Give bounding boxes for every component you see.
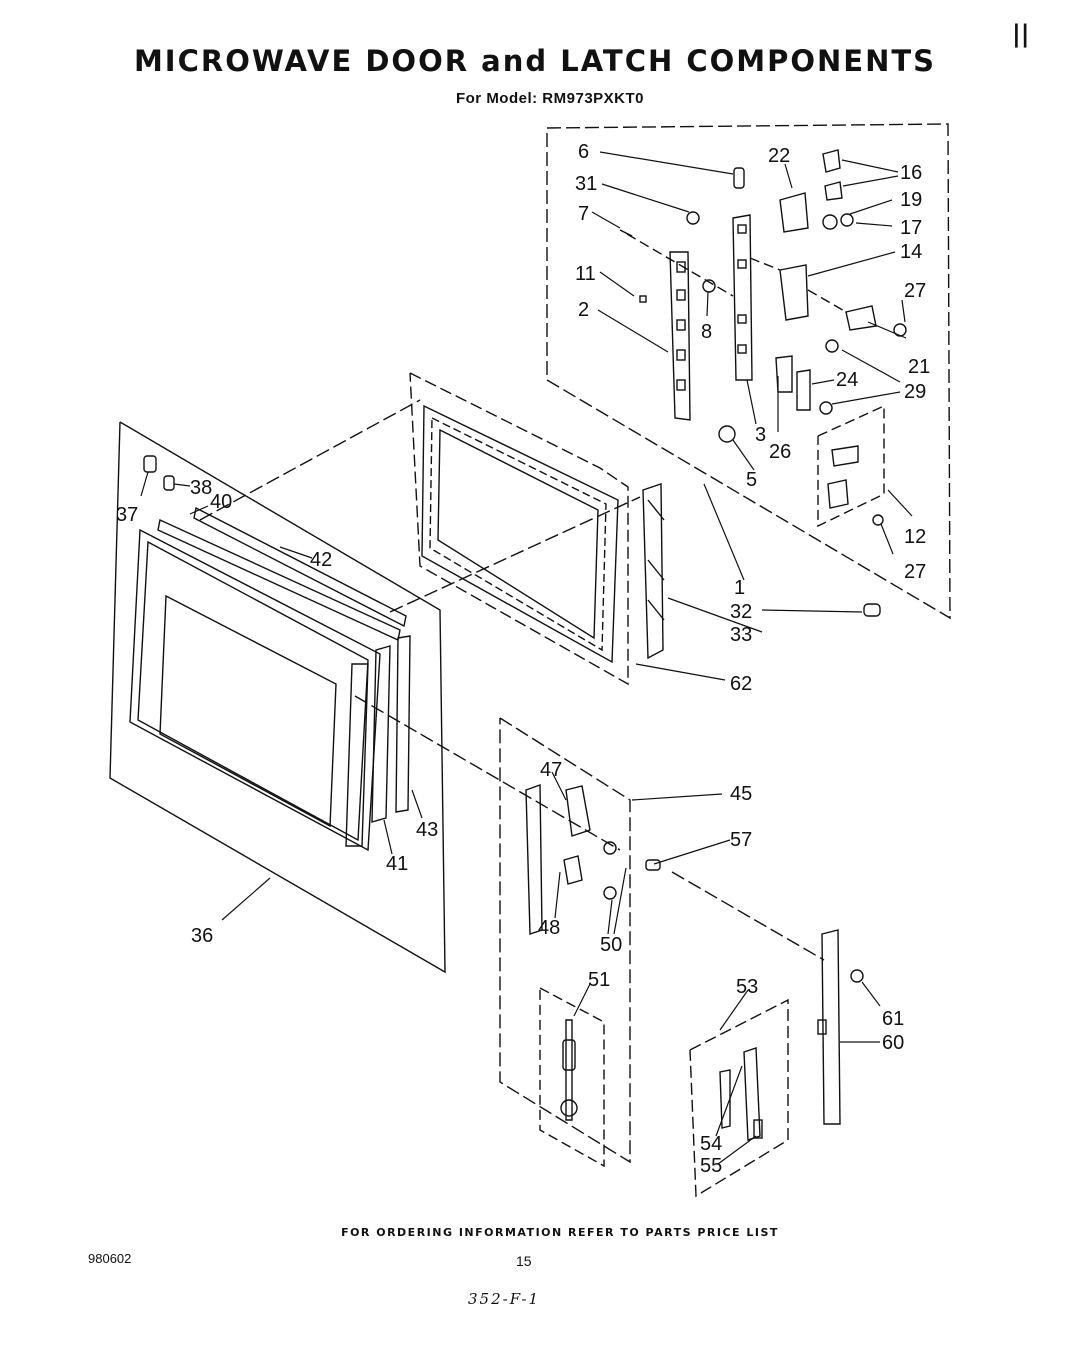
callout-2: 2 <box>578 299 589 321</box>
handwritten-ref: 352-F-1 <box>468 1290 541 1308</box>
model-line: For Model: RM973PXKT0 <box>455 90 645 107</box>
callout-5: 5 <box>746 469 757 491</box>
callout-1: 1 <box>734 577 745 599</box>
callout-14: 14 <box>900 241 922 263</box>
callout-6: 6 <box>578 141 589 163</box>
callout-47: 47 <box>540 759 562 781</box>
callout-55: 55 <box>700 1155 722 1177</box>
callout-32: 32 <box>730 601 752 623</box>
callout-17: 17 <box>900 217 922 239</box>
callout-36: 36 <box>191 925 213 947</box>
door-assembly-group <box>109 421 621 974</box>
callout-21: 21 <box>908 356 930 378</box>
callout-48: 48 <box>538 917 560 939</box>
callout-42: 42 <box>310 549 332 571</box>
callout-40: 40 <box>210 491 232 513</box>
callout-31: 31 <box>575 173 597 195</box>
latch-panel-group <box>546 123 951 620</box>
callout-7: 7 <box>578 203 589 225</box>
callout-11: 11 <box>575 263 596 285</box>
door-frame-group <box>199 372 665 686</box>
callout-12: 12 <box>904 526 926 548</box>
callout-19: 19 <box>900 189 922 211</box>
callout-37: 37 <box>116 504 138 526</box>
callout-16: 16 <box>900 162 922 184</box>
doc-number: 980602 <box>88 1251 132 1266</box>
page-title: MICROWAVE DOOR and LATCH COMPONENTS <box>133 44 937 78</box>
callout-27-bottom: 27 <box>904 561 926 583</box>
callout-43: 43 <box>416 819 438 841</box>
callout-22: 22 <box>768 145 790 167</box>
latch-mechanism-group <box>499 717 661 1168</box>
callout-8: 8 <box>701 321 712 343</box>
callout-27-top: 27 <box>904 280 926 302</box>
page-number: 15 <box>516 1253 532 1269</box>
callout-41: 41 <box>386 853 408 875</box>
callout-38: 38 <box>190 477 212 499</box>
callout-50: 50 <box>600 934 622 956</box>
latch-arm-group <box>671 871 864 1198</box>
callout-61: 61 <box>882 1008 904 1030</box>
callout-33: 33 <box>730 624 752 646</box>
callout-62: 62 <box>730 673 752 695</box>
callout-54: 54 <box>700 1133 722 1155</box>
callout-24: 24 <box>836 369 858 391</box>
callout-51: 51 <box>588 969 610 991</box>
callout-labels: 6 22 16 31 19 7 17 14 11 27 2 8 21 29 24… <box>116 141 930 1177</box>
callout-53: 53 <box>736 976 758 998</box>
leader-lines <box>140 151 913 1165</box>
corner-mark: || <box>1012 20 1030 48</box>
callout-26: 26 <box>769 441 791 463</box>
callout-60: 60 <box>882 1032 904 1054</box>
callout-29: 29 <box>904 381 926 403</box>
ordering-note: FOR ORDERING INFORMATION REFER TO PARTS … <box>341 1226 779 1239</box>
callout-57: 57 <box>730 829 752 851</box>
callout-45: 45 <box>730 783 752 805</box>
callout-3: 3 <box>755 424 766 446</box>
